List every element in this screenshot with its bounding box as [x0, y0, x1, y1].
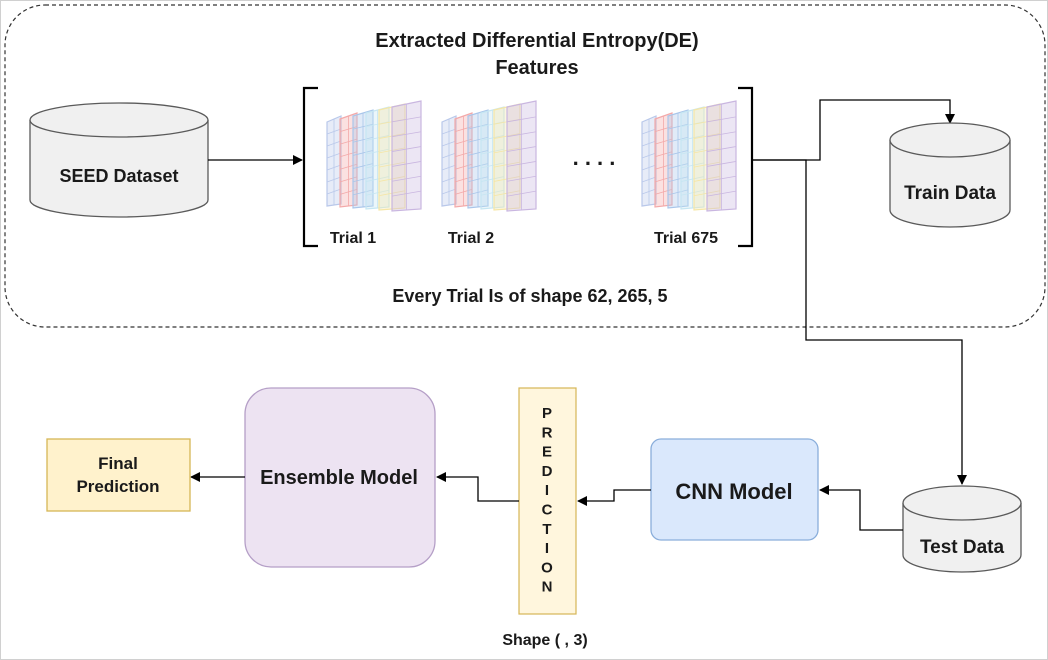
prediction-letter: D [542, 463, 553, 480]
header-title-line2: Features [495, 57, 578, 79]
trial-1-feature-stack [326, 100, 422, 212]
final-prediction-box: Final Prediction [46, 438, 191, 512]
cnn-model-box: CNN Model [650, 438, 819, 541]
right-bracket [738, 86, 754, 248]
test-to-cnn-arrow [819, 485, 903, 531]
prediction-letter: P [542, 405, 552, 422]
prediction-letter: C [542, 502, 553, 519]
prediction-letter: I [545, 540, 549, 557]
train-data-cylinder: Train Data [889, 122, 1011, 228]
feature-extraction-container [4, 4, 1046, 328]
features-to-test-arrow [752, 159, 967, 485]
prediction-letter: O [541, 559, 553, 576]
left-bracket [302, 86, 318, 248]
trial-675-label: Trial 675 [654, 230, 718, 247]
seed-dataset-cylinder: SEED Dataset [29, 102, 209, 218]
trial-2-feature-stack [441, 100, 537, 212]
prediction-letter: T [542, 521, 551, 538]
final-prediction-line2: Prediction [76, 477, 159, 496]
prediction-letter: I [545, 482, 549, 499]
trial-675-feature-stack [641, 100, 737, 212]
cnn-model-label: CNN Model [675, 479, 792, 504]
ensemble-model-box: Ensemble Model [244, 387, 436, 568]
test-data-cylinder: Test Data [902, 485, 1022, 573]
prediction-letter: R [542, 424, 553, 441]
final-prediction-line1: Final [98, 454, 138, 473]
prediction-to-ensemble-arrow [436, 472, 519, 502]
trial-shape-note: Every Trial Is of shape 62, 265, 5 [392, 286, 667, 306]
cnn-to-prediction-arrow [577, 489, 651, 506]
trial-1-label: Trial 1 [330, 230, 376, 247]
prediction-letter: N [542, 579, 553, 596]
seed-dataset-label: SEED Dataset [59, 166, 178, 186]
test-data-label: Test Data [920, 537, 1005, 558]
trial-2-label: Trial 2 [448, 230, 494, 247]
ensemble-model-label: Ensemble Model [260, 467, 418, 489]
train-data-label: Train Data [904, 183, 996, 204]
header-title-line1: Extracted Differential Entropy(DE) [375, 30, 698, 52]
ellipsis: . . . . [573, 145, 616, 170]
prediction-letter: E [542, 444, 552, 461]
prediction-shape-label: Shape ( , 3) [502, 632, 587, 649]
